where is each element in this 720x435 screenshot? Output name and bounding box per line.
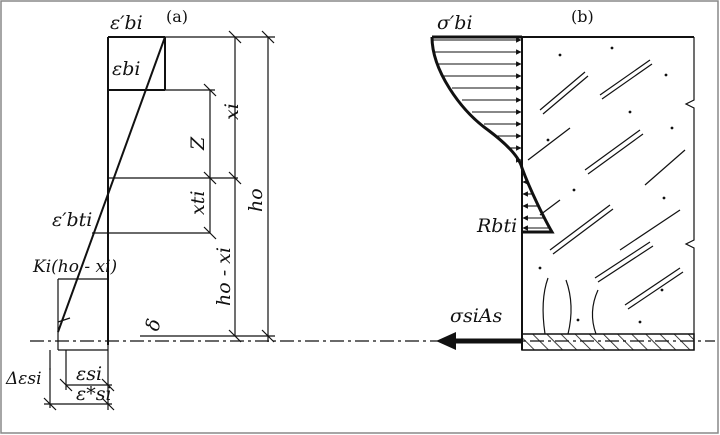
strain-line [57,36,166,333]
reinforcement-bar [521,333,695,351]
beam-right-edge [684,37,695,350]
concrete-dots [538,46,674,324]
label-xi: xi [221,103,243,120]
label-eps-bi-prime: ε′bi [110,12,143,34]
label-ho: ho [245,188,267,212]
label-sigma-bi-prime: σ′bi [437,12,473,34]
panel-b-label: (b) [571,7,594,26]
label-delta: δ [142,317,166,334]
label-eps-bi: εbi [112,58,140,80]
label-eps-si: εsi [76,363,102,385]
label-z: Z [187,136,209,151]
stress-curve [430,35,555,234]
label-eps-bti-prime: ε′bti [52,209,92,231]
tension-step [57,317,71,323]
label-ho-minus-xi: ho - xi [213,247,235,306]
steel-force-arrowhead [436,332,456,350]
panel-a-label: (a) [166,7,188,26]
concrete-texture [527,59,686,335]
label-xti: xti [187,191,209,215]
bottom-ticks [43,378,115,411]
label-eps-si-star: ε*si [76,383,112,405]
stress-arrows [432,37,522,163]
label-delta-eps-si: Δεsi [5,369,42,389]
panel-a: (a) [5,7,275,411]
label-r-bti: Rbti [476,215,517,237]
tension-arrows [522,179,550,231]
dimension-ticks [203,30,275,343]
label-k-term: Ki(ho - xi) [32,257,117,277]
panel-b: (b) [430,7,695,351]
label-sigma-si-as: σsiAs [450,305,503,327]
